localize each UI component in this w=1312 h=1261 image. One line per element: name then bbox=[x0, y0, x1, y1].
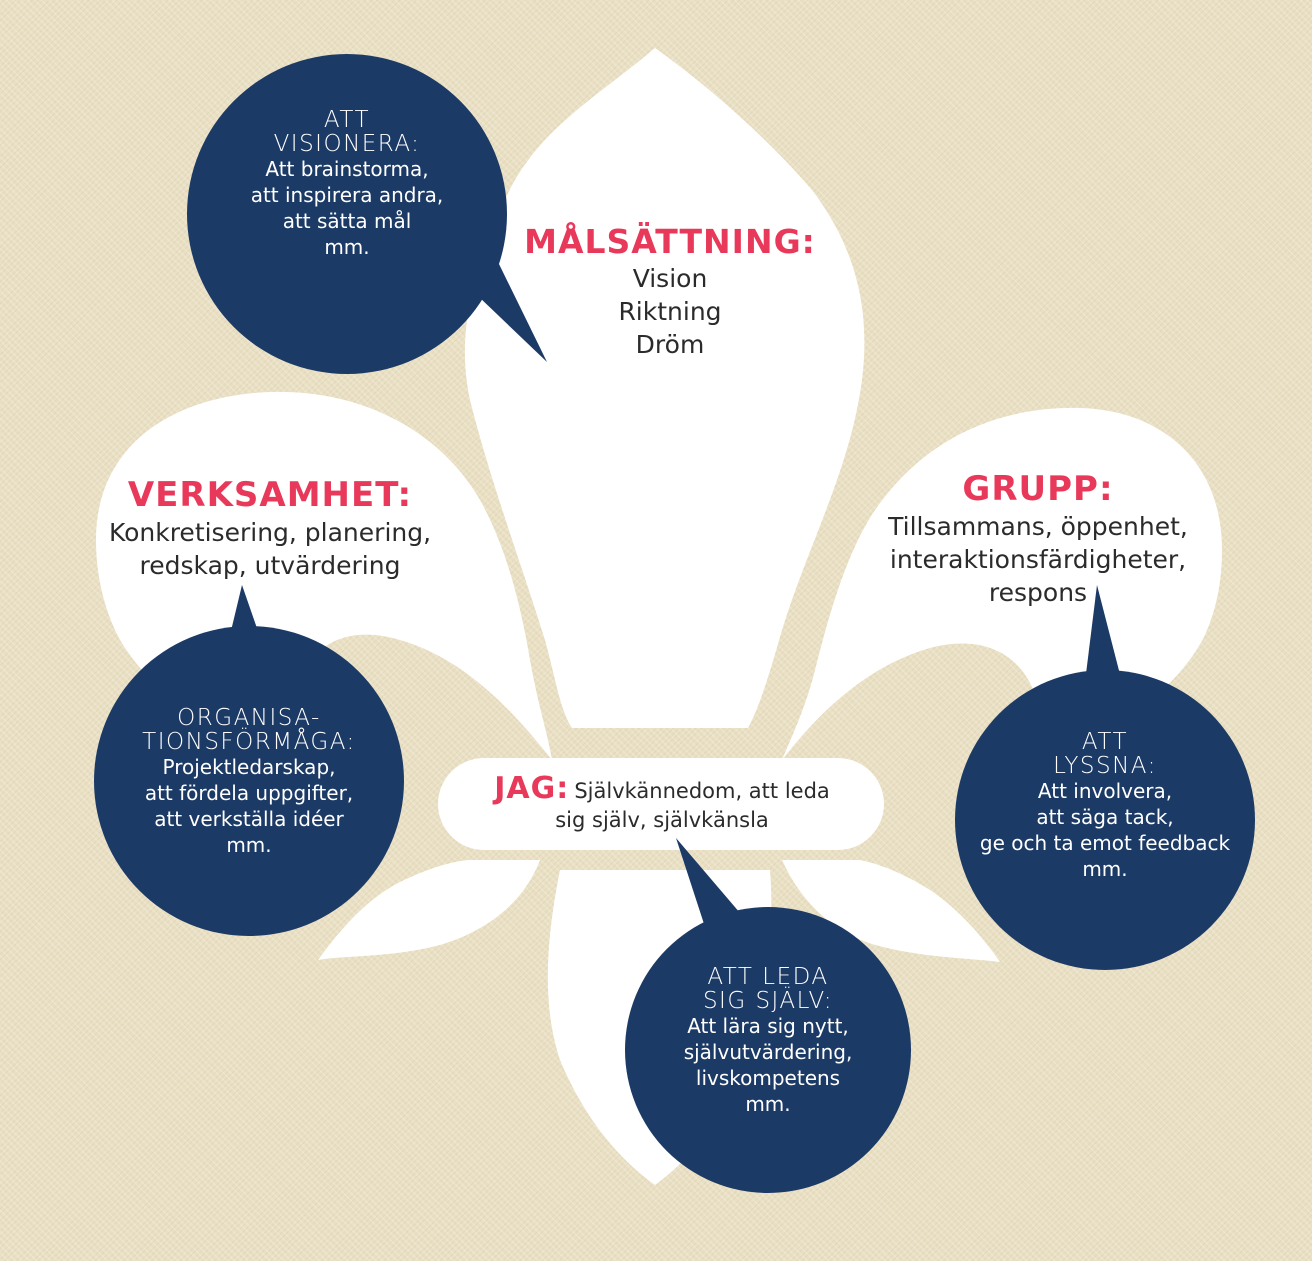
malsattning-title: MÅLSÄTTNING: bbox=[524, 222, 816, 261]
bubble-organisation-tail bbox=[224, 585, 268, 660]
lyssna-heading-1: ATT bbox=[1081, 729, 1129, 755]
malsattning-line-1: Vision bbox=[632, 264, 708, 293]
leda-heading-2: SIG SJÄLV: bbox=[702, 988, 834, 1014]
bottom-right-tail bbox=[782, 860, 1000, 962]
grupp-line-1: Tillsammans, öppenhet, bbox=[888, 512, 1188, 541]
visionera-line-2: att inspirera andra, bbox=[250, 183, 444, 207]
bubble-leda-tail bbox=[676, 838, 746, 930]
verksamhet-title: VERKSAMHET: bbox=[127, 475, 413, 515]
jag-block: JAG: Självkännedom, att leda sig själv, … bbox=[460, 771, 864, 834]
organisation-heading-2: TIONSFÖRMÅGA: bbox=[142, 729, 356, 755]
visionera-heading-2: VISIONERA: bbox=[273, 131, 421, 157]
jag-line-1: Självkännedom, att leda bbox=[574, 779, 830, 803]
grupp-block: GRUPP: Tillsammans, öppenhet, interaktio… bbox=[884, 468, 1192, 609]
grupp-line-3: respons bbox=[988, 578, 1088, 607]
bottom-left-tail bbox=[318, 860, 540, 960]
malsattning-line-2: Riktning bbox=[618, 297, 722, 326]
bubble-visionera-tail bbox=[478, 262, 547, 362]
organisation-line-3: att verkställa idéer bbox=[154, 807, 344, 831]
leda-line-2: självutvärdering, bbox=[683, 1040, 853, 1064]
center-band bbox=[438, 758, 884, 850]
lyssna-line-2: att säga tack, bbox=[1036, 805, 1174, 829]
leda-heading-1: ATT LEDA bbox=[707, 964, 829, 990]
lyssna-line-4: mm. bbox=[1082, 857, 1128, 881]
visionera-heading-1: ATT bbox=[323, 107, 371, 133]
leda-line-1: Att lära sig nytt, bbox=[687, 1014, 849, 1038]
bubble-visionera bbox=[187, 54, 507, 374]
jag-line-2: sig själv, självkänsla bbox=[555, 808, 769, 832]
bubble-leda bbox=[625, 907, 911, 1193]
top-petal bbox=[464, 48, 865, 728]
bubble-lyssna-tail bbox=[1084, 585, 1124, 690]
malsattning-line-3: Dröm bbox=[635, 330, 705, 359]
verksamhet-line-2: redskap, utvärdering bbox=[139, 551, 401, 580]
grupp-title: GRUPP: bbox=[962, 469, 1114, 509]
leda-line-3: livskompetens bbox=[695, 1066, 841, 1090]
lyssna-line-3: ge och ta emot feedback bbox=[979, 831, 1231, 855]
leda-line-4: mm. bbox=[745, 1092, 791, 1116]
verksamhet-line-1: Konkretisering, planering, bbox=[108, 518, 432, 547]
jag-title: JAG: bbox=[494, 771, 570, 806]
bubble-visionera-text: ATT VISIONERA: Att brainstorma, att insp… bbox=[207, 108, 487, 260]
bubble-lyssna-text: ATT LYSSNA: Att involvera, att säga tack… bbox=[965, 730, 1245, 882]
bubble-organisation bbox=[94, 626, 404, 936]
bubble-leda-text: ATT LEDA SIG SJÄLV: Att lära sig nytt, s… bbox=[638, 965, 898, 1117]
grupp-line-2: interaktionsfärdigheter, bbox=[889, 545, 1187, 574]
visionera-line-4: mm. bbox=[324, 235, 370, 259]
organisation-line-1: Projektledarskap, bbox=[162, 755, 336, 779]
malsattning-block: MÅLSÄTTNING: Vision Riktning Dröm bbox=[520, 222, 820, 361]
lyssna-heading-2: LYSSNA: bbox=[1053, 753, 1157, 779]
verksamhet-block: VERKSAMHET: Konkretisering, planering, r… bbox=[100, 474, 440, 582]
lyssna-line-1: Att involvera, bbox=[1037, 779, 1173, 803]
visionera-line-3: att sätta mål bbox=[282, 209, 412, 233]
organisation-heading-1: ORGANISA- bbox=[177, 705, 321, 731]
organisation-line-4: mm. bbox=[226, 833, 272, 857]
visionera-line-1: Att brainstorma, bbox=[265, 157, 429, 181]
bubble-lyssna bbox=[955, 670, 1255, 970]
organisation-line-2: att fördela uppgifter, bbox=[144, 781, 354, 805]
bubble-organisation-text: ORGANISA- TIONSFÖRMÅGA: Projektledarskap… bbox=[104, 706, 394, 858]
